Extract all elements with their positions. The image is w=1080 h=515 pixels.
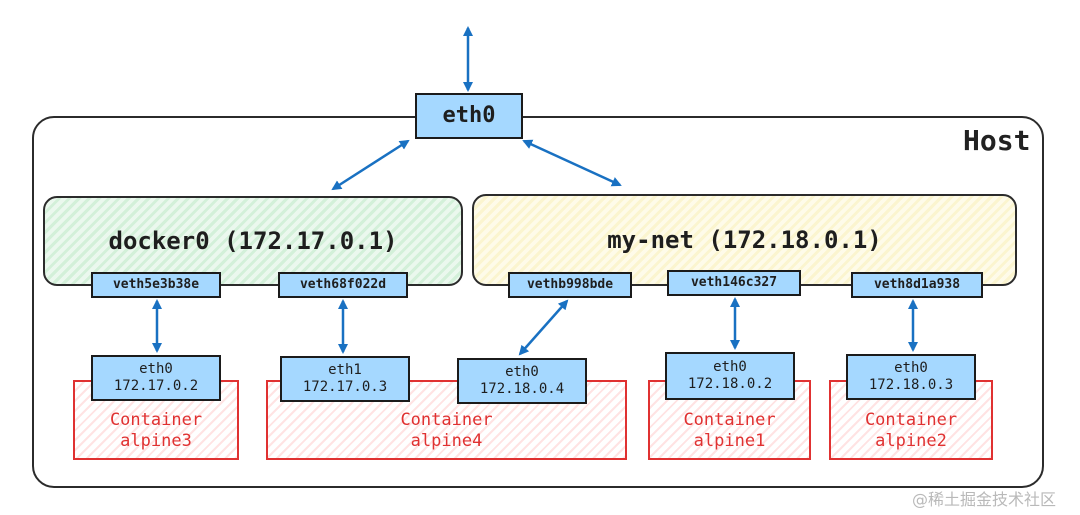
alpine2-eth0: eth0 172.18.0.3 bbox=[846, 354, 976, 400]
alpine4-eth0: eth0 172.18.0.4 bbox=[457, 358, 587, 404]
host-eth0: eth0 bbox=[415, 93, 523, 139]
veth-8d1a938: veth8d1a938 bbox=[851, 272, 983, 298]
veth-146c327: veth146c327 bbox=[667, 270, 801, 296]
alpine1-eth0: eth0 172.18.0.2 bbox=[665, 352, 795, 400]
arrow-veth3-alpine4 bbox=[518, 299, 569, 356]
arrow-eth0-mynet bbox=[522, 139, 622, 187]
alpine3-eth0: eth0 172.17.0.2 bbox=[91, 355, 221, 401]
alpine4-eth1: eth1 172.17.0.3 bbox=[280, 356, 410, 402]
veth-68f022d: veth68f022d bbox=[278, 272, 408, 298]
bridge-docker0: docker0 (172.17.0.1) bbox=[43, 196, 463, 286]
veth-5e3b38e: veth5e3b38e bbox=[91, 272, 221, 298]
arrow-eth0-docker0 bbox=[331, 139, 410, 191]
host-frame bbox=[32, 116, 1044, 488]
watermark: @稀土掘金技术社区 bbox=[912, 490, 1057, 509]
veth-b998bde: vethb998bde bbox=[508, 272, 632, 298]
host-label: Host bbox=[963, 124, 1031, 157]
